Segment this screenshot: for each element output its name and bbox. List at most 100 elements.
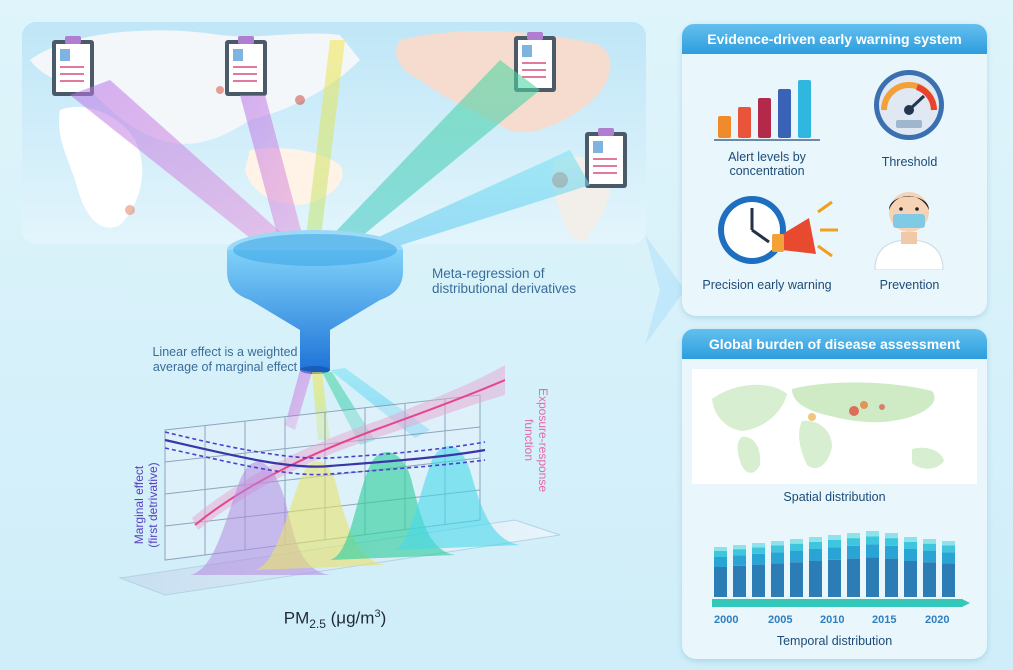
temporal-bar-segment: [904, 549, 917, 561]
temporal-bar-segment: [923, 543, 936, 551]
temporal-bar-segment: [904, 541, 917, 549]
clipboard-icon: [585, 128, 627, 188]
early-warning-title: Evidence-driven early warning system: [682, 24, 987, 54]
temporal-bar-segment: [790, 550, 803, 563]
temporal-bar-segment: [942, 545, 955, 553]
temporal-bar-segment: [904, 537, 917, 542]
temporal-bar-segment: [790, 543, 803, 551]
clock-megaphone-icon: [718, 196, 838, 264]
temporal-bar-segment: [733, 565, 746, 597]
temporal-stacked-bars: [712, 531, 970, 607]
distribution-curve: [395, 446, 520, 550]
temporal-bar-segment: [885, 558, 898, 597]
alert-bar: [738, 107, 751, 138]
temporal-bar-segment: [733, 545, 746, 550]
temporal-bar-segment: [828, 535, 841, 540]
marginal-effect-line: [164, 438, 486, 468]
temporal-bar-segment: [923, 562, 936, 597]
temporal-bar-segment: [885, 545, 898, 559]
temporal-bar-segment: [847, 538, 860, 546]
year-tick: 2000: [714, 614, 739, 626]
data-beam: [320, 60, 540, 250]
temporal-bar-segment: [828, 539, 841, 548]
disease-burden-panel: Global burden of disease assessment Spat…: [682, 329, 987, 659]
x-axis-label-sup: 3: [374, 608, 381, 620]
x-axis-label-end: ): [380, 608, 387, 628]
temporal-bar-segment: [847, 533, 860, 539]
temporal-bar-segment: [885, 538, 898, 546]
temporal-bar-segment: [771, 541, 784, 546]
temporal-bar-segment: [809, 541, 822, 549]
temporal-bar-segment: [847, 545, 860, 559]
precision-warning-label: Precision early warning: [702, 278, 832, 292]
output-beam: [285, 370, 312, 430]
temporal-bar-segment: [942, 563, 955, 597]
x-axis-label-unit: (μg/m: [325, 608, 375, 628]
clipboard-icon: [514, 32, 556, 92]
funnel-icon: [227, 230, 403, 374]
temporal-bar-segment: [847, 558, 860, 597]
exposure-response-label: Exposure-response function: [510, 370, 550, 510]
clipboard-icon: [225, 36, 267, 96]
year-tick: 2005: [768, 614, 793, 626]
temporal-bar-segment: [752, 543, 765, 548]
temporal-bar-segment: [828, 559, 841, 597]
early-warning-panel: Evidence-driven early warning system Ale…: [682, 24, 987, 316]
temporal-bar-segment: [828, 547, 841, 560]
year-tick: 2010: [820, 614, 845, 626]
alert-bar: [778, 89, 791, 138]
spatial-label: Spatial distribution: [783, 490, 886, 504]
linear-effect-caption: Linear effect is a weighted average of m…: [152, 345, 298, 374]
x-axis-label: PM2.5 (μg/m3): [0, 608, 670, 631]
x-axis-label-main: PM: [283, 608, 310, 628]
temporal-bar-segment: [866, 531, 879, 537]
exposure-response-band: [192, 365, 505, 530]
gauge-icon: [874, 70, 944, 140]
exposure-label-line1: Exposure-response: [536, 387, 550, 493]
left-figure: Meta-regression of distributional deriva…: [0, 22, 670, 631]
temporal-bar-segment: [942, 541, 955, 546]
threshold-label: Threshold: [881, 155, 938, 169]
data-beam: [350, 150, 590, 255]
temporal-bar-segment: [714, 567, 727, 597]
temporal-bar-segment: [923, 550, 936, 563]
funnel-caption: Meta-regression of distributional deriva…: [432, 266, 577, 296]
temporal-bar-segment: [752, 553, 765, 565]
temporal-bar-segment: [809, 549, 822, 561]
data-beam: [70, 80, 295, 250]
temporal-bar-segment: [752, 564, 765, 597]
temporal-bar-segment: [942, 552, 955, 564]
temporal-bar-segment: [809, 561, 822, 597]
data-beam: [240, 95, 305, 245]
marginal-effect-ci-lower: [164, 447, 486, 476]
alert-bar: [718, 116, 731, 138]
temporal-bar-segment: [771, 552, 784, 564]
year-tick: 2020: [925, 614, 950, 626]
temporal-bar-segment: [714, 547, 727, 551]
data-beam: [305, 40, 345, 245]
temporal-bar-segment: [790, 562, 803, 597]
temporal-bar-segment: [904, 561, 917, 597]
temporal-bar-segment: [885, 533, 898, 539]
exposure-label-line2: function: [522, 418, 536, 462]
temporal-bar-segment: [714, 557, 727, 567]
bar-chart-icon: [714, 80, 820, 141]
temporal-bar-segment: [809, 537, 822, 542]
flow-arrow-icon: [645, 235, 685, 345]
marginal-effect-ci-upper: [164, 431, 486, 460]
alert-levels-label: Alert levels by concentration: [728, 150, 806, 178]
temporal-bar-segment: [733, 549, 746, 556]
y-axis-label-line1: Marginal effect: [132, 465, 146, 545]
temporal-bar-segment: [752, 547, 765, 554]
temporal-bar-segment: [714, 551, 727, 557]
year-tick: 2015: [872, 614, 897, 626]
temporal-label: Temporal distribution: [776, 634, 893, 648]
temporal-bar-segment: [771, 563, 784, 597]
temporal-bar-segment: [923, 539, 936, 544]
temporal-bar-segment: [733, 555, 746, 566]
y-axis-label-line2: (first detrivative): [146, 462, 160, 548]
temporal-bar-segment: [771, 545, 784, 553]
temporal-bar-segment: [866, 536, 879, 545]
disease-burden-title: Global burden of disease assessment: [682, 329, 987, 359]
temporal-bar-segment: [790, 539, 803, 544]
